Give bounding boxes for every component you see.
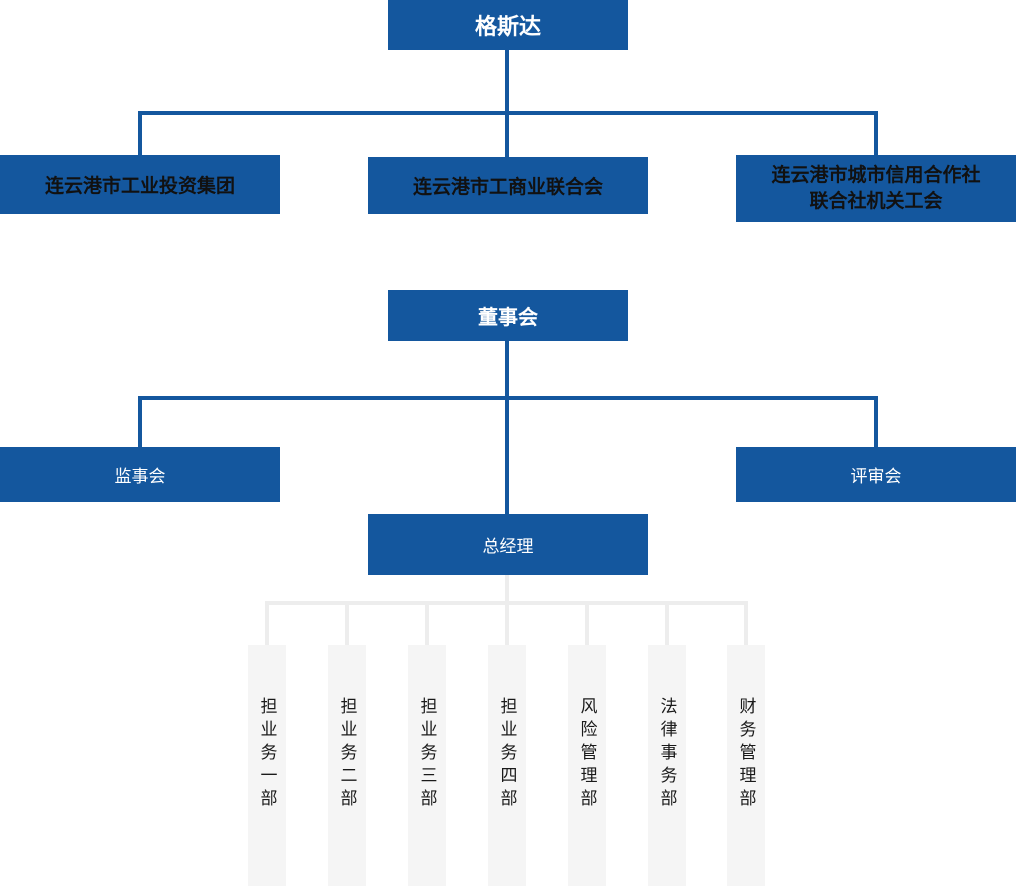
dept-risk-management: 风险管理部 — [568, 645, 606, 886]
node-industrial-investment-group: 连云港市工业投资集团 — [0, 155, 280, 214]
node-credit-cooperative-union-label: 连云港市城市信用合作社联合社机关工会 — [771, 164, 981, 212]
dept-guarantee-business-1: 担业务一部 — [248, 645, 286, 886]
connector-level2-left-drop — [138, 111, 142, 155]
node-root-label: 格斯达 — [474, 14, 541, 39]
node-supervisory-board: 监事会 — [0, 447, 280, 502]
connector-dept-drop-6 — [665, 601, 669, 645]
node-review-committee-label: 评审会 — [850, 467, 902, 486]
node-root: 格斯达 — [388, 0, 628, 50]
node-industrial-investment-group-label: 连云港市工业投资集团 — [44, 176, 235, 197]
connector-dept-drop-3 — [425, 601, 429, 645]
connector-gm-stem — [505, 575, 509, 605]
connector-dept-drop-5 — [585, 601, 589, 645]
dept-guarantee-business-1-label: 担业务一部 — [257, 697, 277, 812]
connector-dept-drop-2 — [345, 601, 349, 645]
dept-guarantee-business-3-label: 担业务三部 — [417, 697, 437, 812]
connector-dept-drop-4 — [505, 601, 509, 645]
connector-level3-left-drop — [138, 396, 142, 447]
dept-guarantee-business-3: 担业务三部 — [408, 645, 446, 886]
dept-guarantee-business-4-label: 担业务四部 — [497, 697, 517, 812]
node-industry-commerce-federation: 连云港市工商业联合会 — [368, 157, 648, 214]
node-general-manager-label: 总经理 — [482, 537, 534, 556]
dept-risk-management-label: 风险管理部 — [577, 697, 597, 812]
node-credit-cooperative-union: 连云港市城市信用合作社联合社机关工会 — [736, 155, 1016, 222]
connector-level3-right-drop — [874, 396, 878, 447]
connector-dept-drop-7 — [744, 601, 748, 645]
dept-guarantee-business-2: 担业务二部 — [328, 645, 366, 886]
connector-board-stem — [505, 341, 509, 514]
dept-financial-management-label: 财务管理部 — [736, 697, 756, 812]
node-board-of-directors: 董事会 — [388, 290, 628, 341]
connector-level2-right-drop — [874, 111, 878, 155]
dept-guarantee-business-4: 担业务四部 — [488, 645, 526, 886]
dept-financial-management: 财务管理部 — [727, 645, 765, 886]
node-industry-commerce-federation-label: 连云港市工商业联合会 — [412, 177, 603, 198]
connector-level2-mid-drop — [505, 111, 509, 157]
dept-legal-affairs-label: 法律事务部 — [657, 697, 677, 812]
connector-level3-horizontal — [138, 396, 878, 400]
dept-guarantee-business-2-label: 担业务二部 — [337, 697, 357, 812]
node-general-manager: 总经理 — [368, 514, 648, 575]
dept-legal-affairs: 法律事务部 — [648, 645, 686, 886]
node-review-committee: 评审会 — [736, 447, 1016, 502]
node-board-of-directors-label: 董事会 — [478, 307, 538, 329]
node-supervisory-board-label: 监事会 — [114, 467, 166, 486]
connector-dept-drop-1 — [265, 601, 269, 645]
connector-root-stem — [505, 50, 509, 115]
